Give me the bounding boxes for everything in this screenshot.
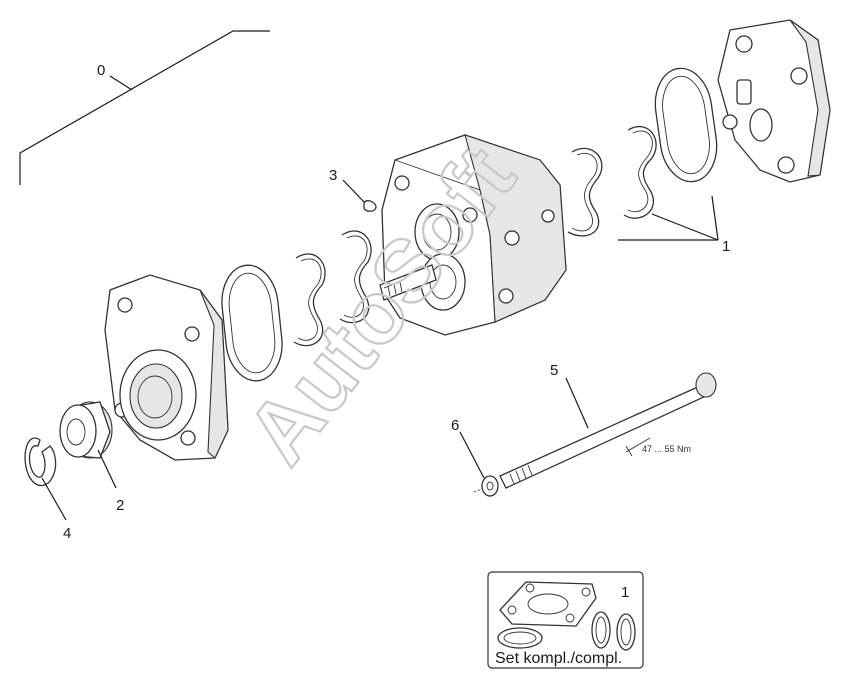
backup-rings-right (567, 125, 657, 237)
tie-bolt (499, 372, 717, 489)
callout-3: 3 (329, 167, 337, 184)
circlip (24, 437, 57, 487)
callout-2: 2 (116, 497, 124, 514)
rear-cover-plate (717, 19, 831, 183)
torque-note: 47 ... 55 Nm (642, 444, 691, 454)
key-pin (363, 200, 377, 212)
o-ring-right (654, 67, 718, 183)
kit-label: Set kompl./compl. (495, 650, 622, 667)
backup-rings-left (293, 230, 372, 347)
pump-housing (379, 134, 567, 336)
shaft-seal (59, 401, 113, 459)
callout-5: 5 (550, 362, 558, 379)
callout-4: 4 (63, 525, 71, 542)
front-flange-plate (104, 274, 229, 461)
leader-lines (41, 179, 719, 521)
o-ring-left (221, 264, 283, 382)
seal-kit-box: 1 Set kompl./compl. (487, 571, 644, 669)
kit-number: 1 (621, 584, 629, 601)
callout-1: 1 (722, 238, 730, 255)
callout-0: 0 (97, 62, 105, 79)
callout-6: 6 (451, 417, 459, 434)
washer (473, 475, 499, 497)
assembly-bracket (19, 30, 270, 185)
torque-spec: 47 ... 55 Nm (625, 437, 691, 457)
